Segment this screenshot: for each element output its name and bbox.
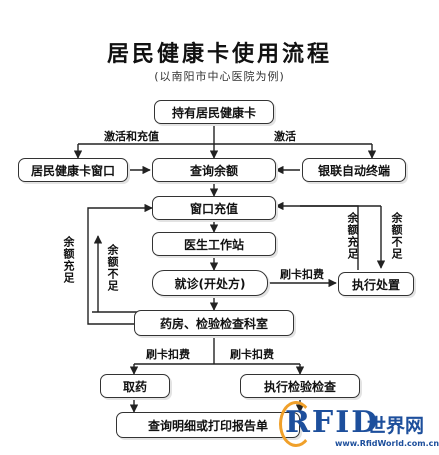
watermark-url: www.RfidWorld.com.cn [335,439,439,448]
label-not-enough-right: 余额不足 [390,212,403,260]
node-exec: 执行处置 [338,272,414,296]
node-query: 查询余额 [152,158,276,182]
page-title: 居民健康卡使用流程 [106,42,332,67]
node-pharmacy: 药房、检验检查科室 [134,310,294,336]
page-subtitle: (以南阳市中心医院为例) [154,70,285,83]
label-swipe-medicine: 刷卡扣费 [146,348,190,361]
node-recharge: 窗口充值 [152,196,276,220]
node-atm: 银联自动终端 [302,158,406,182]
watermark: RFID 世界网 www.RfidWorld.com.cn [275,401,439,451]
label-not-enough-left: 余额不足 [106,244,119,292]
watermark-arc-icon [279,401,313,447]
watermark-cn: 世界网 [367,415,425,437]
label-activate: 激活 [274,130,296,143]
node-exam: 执行检验检查 [240,374,360,398]
label-activate-recharge: 激活和充值 [104,130,159,143]
node-print: 查询明细或打印报告单 [116,412,300,438]
node-card: 持有居民健康卡 [154,100,274,124]
watermark-logo: RFID [285,405,380,440]
label-enough-right: 余额充足 [346,212,359,260]
node-window: 居民健康卡窗口 [18,158,128,182]
label-enough-left: 余额充足 [62,236,75,284]
label-swipe-exec: 刷卡扣费 [280,268,324,281]
node-doctor: 医生工作站 [152,232,276,256]
node-visit: 就诊(开处方) [152,270,268,296]
label-swipe-exam: 刷卡扣费 [230,348,274,361]
node-medicine: 取药 [100,374,170,398]
